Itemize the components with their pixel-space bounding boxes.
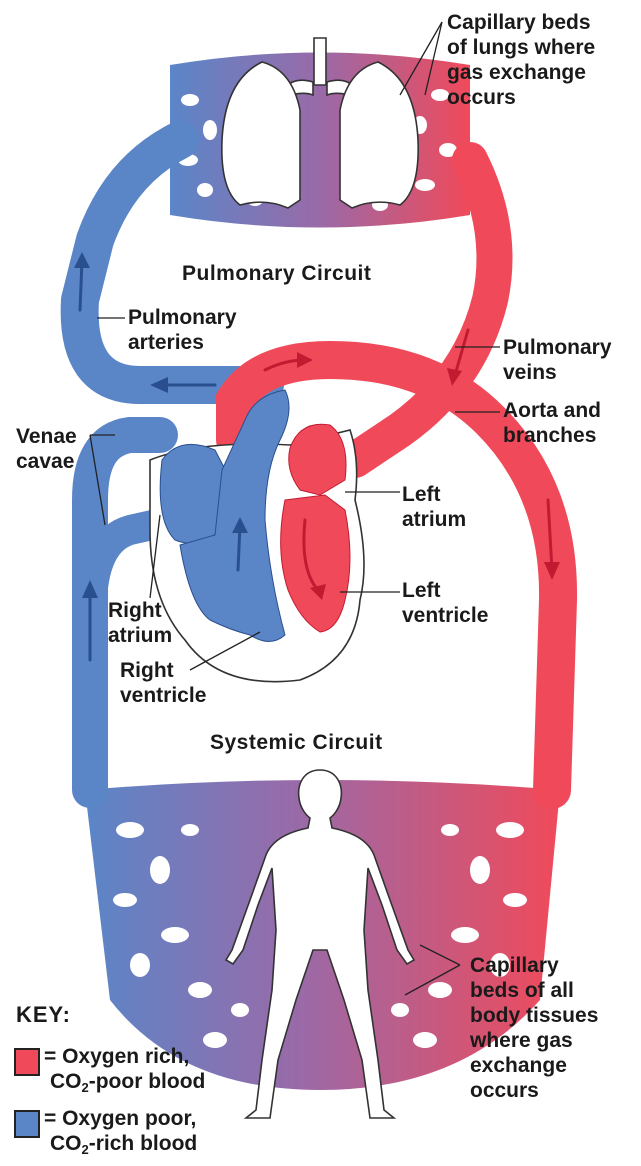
key-text-oxygen-rich: = Oxygen rich, CO2-poor blood [44,1044,205,1100]
heart-illustration [150,390,364,682]
label-line: occurs [447,85,595,110]
label-line: Right [120,658,206,683]
label-line: Left [402,482,466,507]
pulmonary-circuit-title: Pulmonary Circuit [182,262,371,286]
oxygen-poor-swatch [14,1110,40,1138]
label-pulmonary-arteries: Pulmonary arteries [128,305,237,355]
left-atrium-chamber [289,424,346,495]
label-line: Pulmonary [503,335,612,360]
label-venae-cavae: Venae cavae [16,424,77,474]
label-capillary-beds-body: Capillary beds of all body tissues where… [470,953,598,1103]
label-line: veins [503,360,612,385]
systemic-circuit-title: Systemic Circuit [210,731,383,755]
label-right-ventricle: Right ventricle [120,658,206,708]
label-line: atrium [108,623,172,648]
label-left-ventricle: Left ventricle [402,578,488,628]
label-line: atrium [402,507,466,532]
label-line: Aorta and [503,398,601,423]
key-text-oxygen-poor: = Oxygen poor, CO2-rich blood [44,1106,197,1162]
label-line: Capillary beds [447,10,595,35]
oxygen-rich-swatch [14,1048,40,1076]
label-left-atrium: Left atrium [402,482,466,532]
label-line: body tissues [470,1003,598,1028]
label-line: beds of all [470,978,598,1003]
label-line: Left [402,578,488,603]
label-line: occurs [470,1078,598,1103]
label-line: ventricle [120,683,206,708]
key-line: = Oxygen poor, [44,1106,197,1131]
label-pulmonary-veins: Pulmonary veins [503,335,612,385]
key-title: KEY: [16,1002,71,1028]
label-right-atrium: Right atrium [108,598,172,648]
key-co-suffix: -poor blood [89,1070,206,1093]
label-line: Venae [16,424,77,449]
key-co-text: CO [50,1132,82,1155]
label-line: ventricle [402,603,488,628]
key-line: CO2-poor blood [50,1069,205,1100]
key-co-text: CO [50,1070,82,1093]
label-line: where gas [470,1028,598,1053]
key-subscript: 2 [82,1142,89,1157]
label-line: cavae [16,449,77,474]
label-line: Capillary [470,953,598,978]
label-capillary-beds-lungs: Capillary beds of lungs where gas exchan… [447,10,595,110]
label-line: Pulmonary [128,305,237,330]
key-co-suffix: -rich blood [89,1132,198,1155]
label-line: of lungs where [447,35,595,60]
label-line: branches [503,423,601,448]
label-line: gas exchange [447,60,595,85]
label-line: exchange [470,1053,598,1078]
label-aorta-and-branches: Aorta and branches [503,398,601,448]
key-line: CO2-rich blood [50,1131,197,1162]
label-line: arteries [128,330,237,355]
key-subscript: 2 [82,1080,89,1095]
key-line: = Oxygen rich, [44,1044,205,1069]
label-line: Right [108,598,172,623]
